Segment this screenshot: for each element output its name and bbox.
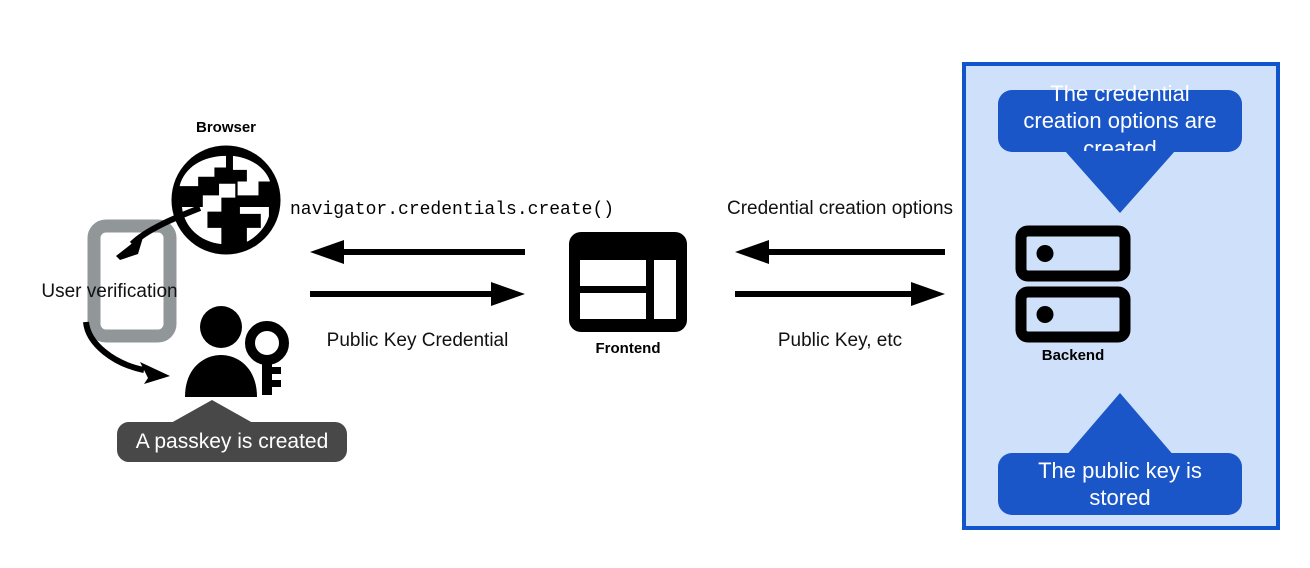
person-with-key-icon bbox=[183, 305, 289, 397]
frontend-label: Frontend bbox=[595, 340, 661, 357]
callout-tail-up-icon bbox=[1065, 393, 1175, 457]
passkey-created-callout: A passkey is created bbox=[117, 400, 347, 462]
navigator-create-arrow bbox=[310, 240, 525, 264]
credential-creation-options-arrow bbox=[735, 240, 945, 264]
passkey-created-callout-text: A passkey is created bbox=[117, 422, 347, 462]
browser-label: Browser bbox=[195, 119, 257, 136]
public-key-credential-label: Public Key Credential bbox=[326, 330, 509, 351]
user-verification-label: User verification bbox=[41, 281, 178, 302]
public-key-etc-arrow bbox=[735, 282, 945, 306]
globe-icon bbox=[168, 142, 284, 258]
browser-window-icon bbox=[569, 232, 687, 332]
credential-options-created-callout: The credential creation options are crea… bbox=[998, 81, 1242, 213]
callout-tail-up-icon bbox=[162, 400, 262, 428]
server-stack-icon bbox=[1015, 225, 1131, 343]
mobile-phone-icon bbox=[87, 219, 177, 343]
browser-to-phone-arrow bbox=[100, 200, 210, 275]
navigator-create-label: navigator.credentials.create() bbox=[290, 200, 615, 220]
credential-options-created-callout-text: The credential creation options are crea… bbox=[998, 81, 1242, 161]
backend-label: Backend bbox=[1041, 347, 1105, 364]
phone-to-user-arrow bbox=[78, 318, 193, 390]
public-key-stored-callout: The public key is stored bbox=[998, 393, 1242, 515]
public-key-stored-callout-text: The public key is stored bbox=[998, 453, 1242, 515]
credential-creation-options-label: Credential creation options bbox=[726, 198, 954, 219]
callout-tail-down-icon bbox=[1065, 151, 1175, 213]
public-key-etc-label: Public Key, etc bbox=[777, 330, 903, 351]
public-key-credential-arrow bbox=[310, 282, 525, 306]
